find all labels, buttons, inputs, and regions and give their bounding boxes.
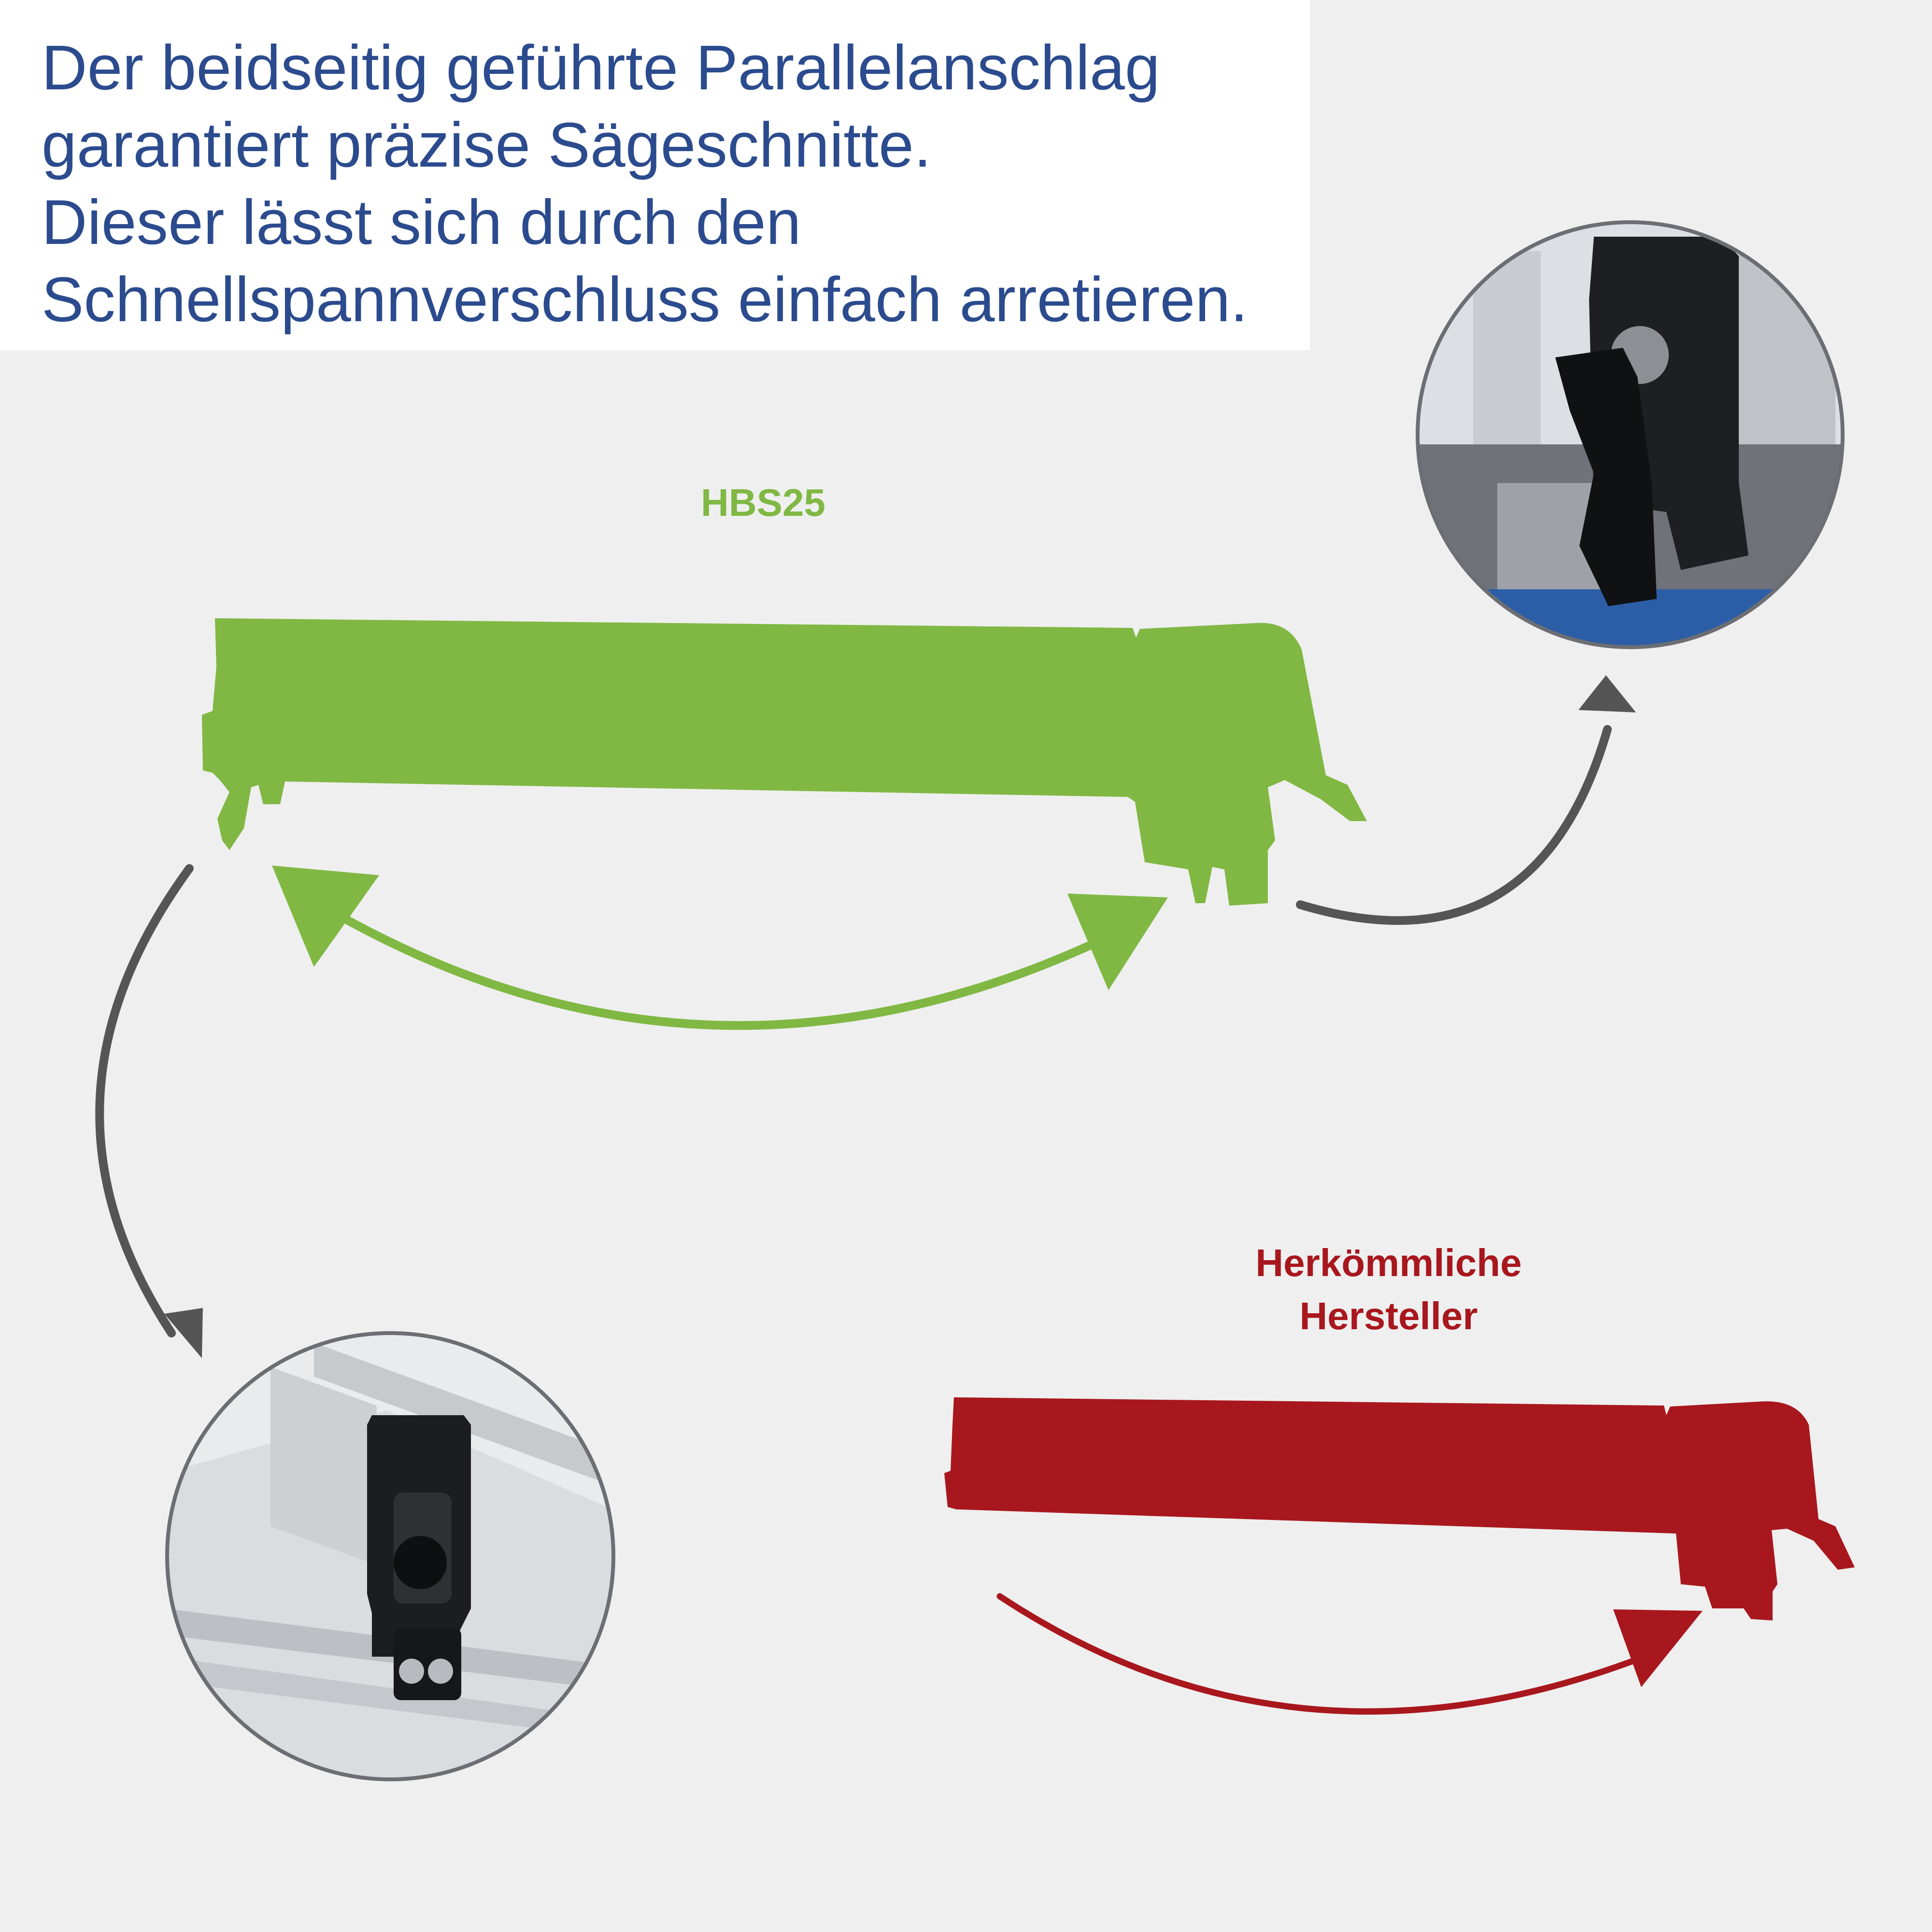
- guide-closeup-frame: [165, 1331, 615, 1781]
- headline-line-1: Der beidseitig geführte Parallelanschlag: [42, 32, 1160, 103]
- hbs25-fence-body: [202, 618, 1367, 906]
- conventional-arrow-line: [996, 1593, 1660, 1715]
- gray-arrow-clamp-head: [1578, 675, 1636, 712]
- hbs25-fence-silhouette: [202, 618, 1367, 906]
- clamp-lever: [1555, 348, 1657, 606]
- guide-screw-left: [399, 1659, 424, 1684]
- hbs25-label: HBS25: [701, 481, 825, 524]
- conventional-label-line-2: Hersteller: [1299, 1294, 1478, 1337]
- headline-panel: Der beidseitig geführte Parallelanschlag…: [0, 0, 1310, 350]
- hbs25-double-arrow: [272, 866, 1168, 1030]
- guide-knob: [394, 1536, 447, 1589]
- headline-line-3: Dieser lässt sich durch den: [42, 186, 801, 257]
- headline-line-2: garantiert präzise Sägeschnitte.: [42, 109, 932, 180]
- guide-screw-right: [428, 1659, 453, 1684]
- hbs25-arrow-head-left: [272, 866, 379, 967]
- conventional-fence-silhouette: [944, 1397, 1855, 1620]
- gray-arrow-to-guide: [95, 864, 203, 1358]
- conventional-label-line-1: Herkömmliche: [1255, 1241, 1522, 1284]
- conventional-arrow-head: [1613, 1609, 1703, 1687]
- conventional-fence-body: [944, 1397, 1855, 1620]
- headline-text: Der beidseitig geführte Parallelanschlag…: [42, 29, 1248, 338]
- hbs25-arrow-head-right: [1067, 894, 1168, 990]
- gray-arrow-guide-line: [95, 864, 194, 1337]
- gray-arrow-to-clamp: [1296, 675, 1636, 925]
- conventional-arrow: [996, 1593, 1703, 1715]
- conventional-label: Herkömmliche Hersteller: [1208, 1236, 1570, 1343]
- gray-arrow-guide-head: [164, 1308, 203, 1358]
- guide-closeup-inset: [167, 1333, 613, 1779]
- clamp-closeup-frame: [1416, 220, 1845, 649]
- headline-line-4: Schnellspannverschluss einfach arretiere…: [42, 264, 1248, 335]
- gray-arrow-clamp-line: [1296, 725, 1612, 925]
- hbs25-arrow-line: [322, 904, 1122, 1030]
